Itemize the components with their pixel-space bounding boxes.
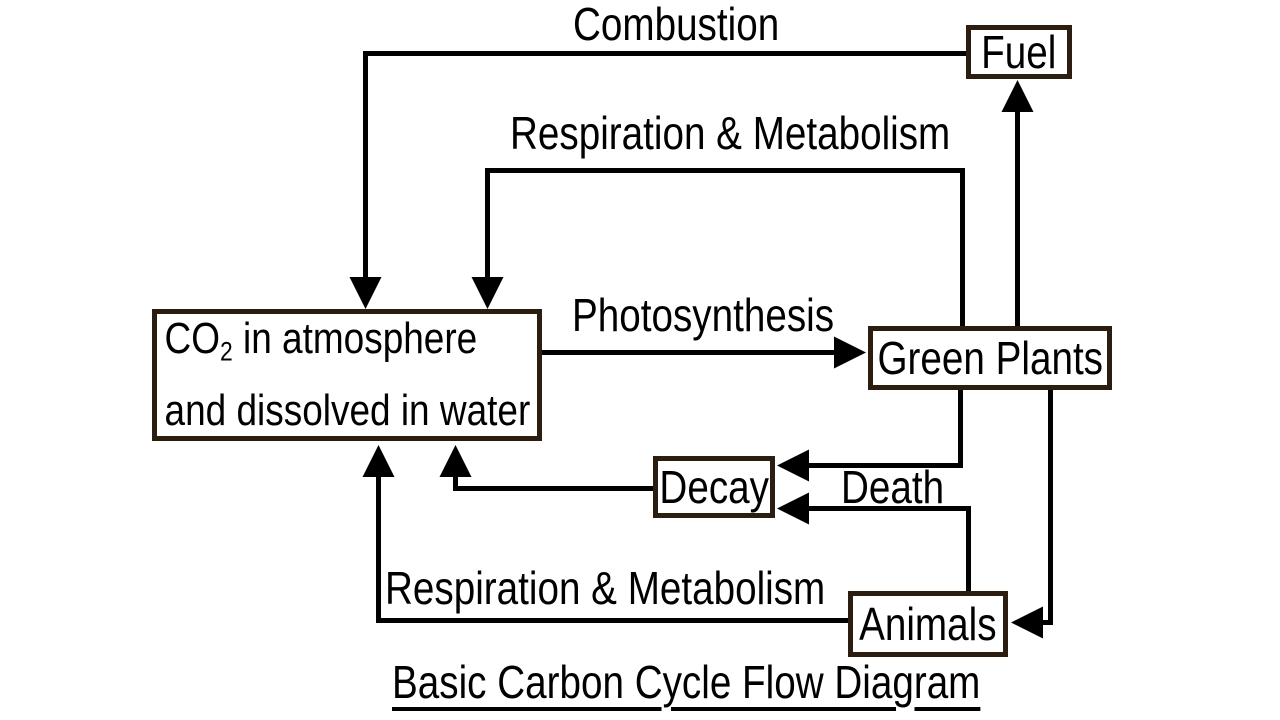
co2-box: CO2 in atmosphere and dissolved in water bbox=[152, 309, 542, 441]
green-plants-box-label: Green Plants bbox=[877, 332, 1103, 384]
respiration-metabolism-bottom-label: Respiration & Metabolism bbox=[385, 562, 826, 614]
co2-subscript: 2 bbox=[220, 335, 233, 367]
animals-to-decay-death-arrow bbox=[777, 492, 971, 593]
animals-to-co2-respiration-arrow bbox=[362, 445, 850, 623]
diagram-title: Basic Carbon Cycle Flow Diagram bbox=[392, 656, 981, 708]
respiration-metabolism-top-label: Respiration & Metabolism bbox=[510, 107, 951, 159]
photosynthesis-label: Photosynthesis bbox=[572, 289, 835, 341]
decay-to-co2-arrow bbox=[439, 445, 655, 491]
decay-box: Decay bbox=[653, 456, 775, 518]
co2-box-label: CO2 in atmosphere and dissolved in water bbox=[164, 313, 531, 436]
green-plants-to-animals-arrow bbox=[1011, 390, 1053, 639]
death-label: Death bbox=[841, 461, 945, 513]
combustion-label: Combustion bbox=[573, 0, 780, 50]
green-plants-to-decay-arrow bbox=[777, 390, 963, 482]
decay-box-label: Decay bbox=[659, 461, 769, 513]
co2-to-green-plants-photosynthesis-arrow bbox=[542, 336, 866, 369]
fuel-box: Fuel bbox=[966, 25, 1072, 79]
fuel-box-label: Fuel bbox=[981, 26, 1057, 78]
green-plants-box: Green Plants bbox=[868, 326, 1112, 390]
fuel-to-co2-combustion-arrow bbox=[349, 51, 966, 309]
animals-box: Animals bbox=[848, 591, 1008, 657]
green-plants-to-co2-respiration-arrow bbox=[471, 168, 965, 328]
green-plants-to-fuel-arrow bbox=[1001, 80, 1034, 328]
animals-box-label: Animals bbox=[859, 598, 997, 650]
